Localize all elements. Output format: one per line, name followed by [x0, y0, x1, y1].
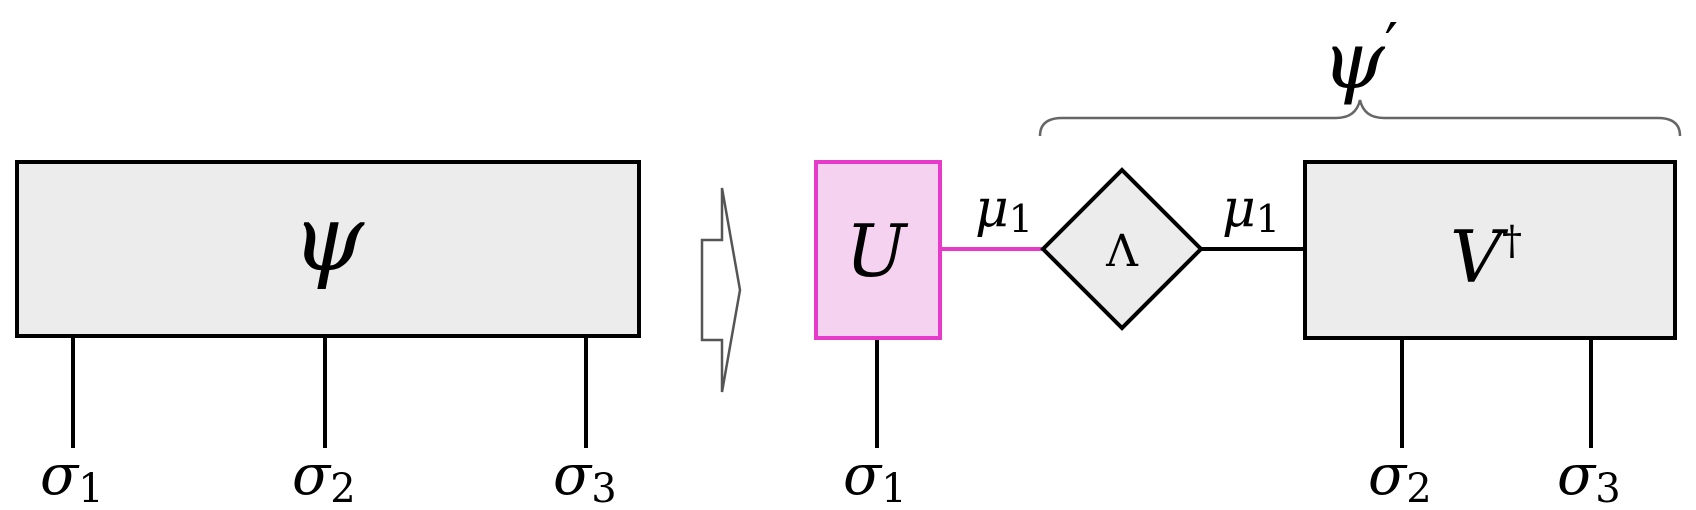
psi-prime-label: ψ′ — [1322, 11, 1398, 107]
psi-prime-brace — [1038, 99, 1682, 137]
sigma3-label-right: σ3 — [1557, 443, 1621, 510]
v-dagger-symbol: V† — [1450, 215, 1522, 299]
u-symbol: U — [846, 209, 909, 293]
sigma3-label-left: σ3 — [553, 443, 617, 510]
psi-tensor-box — [15, 160, 641, 338]
u-tensor-group: U — [814, 160, 1043, 448]
sigma2-label-left: σ2 — [292, 443, 356, 510]
psi-tensor-group: ψ — [15, 160, 641, 448]
u-tensor-box — [814, 160, 942, 340]
left-leg-labels: σ1 σ2 σ3 — [40, 443, 617, 510]
lambda-diamond — [1040, 167, 1204, 331]
right-leg-labels: σ1 σ2 σ3 — [843, 443, 1621, 510]
lambda-symbol: Λ — [1105, 226, 1139, 277]
v-dagger-tensor-group: V† — [1303, 160, 1677, 448]
lambda-tensor-group: Λ — [1040, 167, 1305, 331]
sigma1-label-right: σ1 — [843, 443, 907, 510]
sigma1-label-left: σ1 — [40, 443, 104, 510]
right-arrow-icon — [700, 187, 742, 393]
psi-symbol: ψ — [292, 185, 365, 292]
sigma2-label-right: σ2 — [1368, 443, 1432, 510]
v-dagger-tensor-box — [1303, 160, 1677, 340]
mu1-label-right: μ1 — [1222, 179, 1280, 241]
mu1-label-left: μ1 — [975, 179, 1033, 241]
